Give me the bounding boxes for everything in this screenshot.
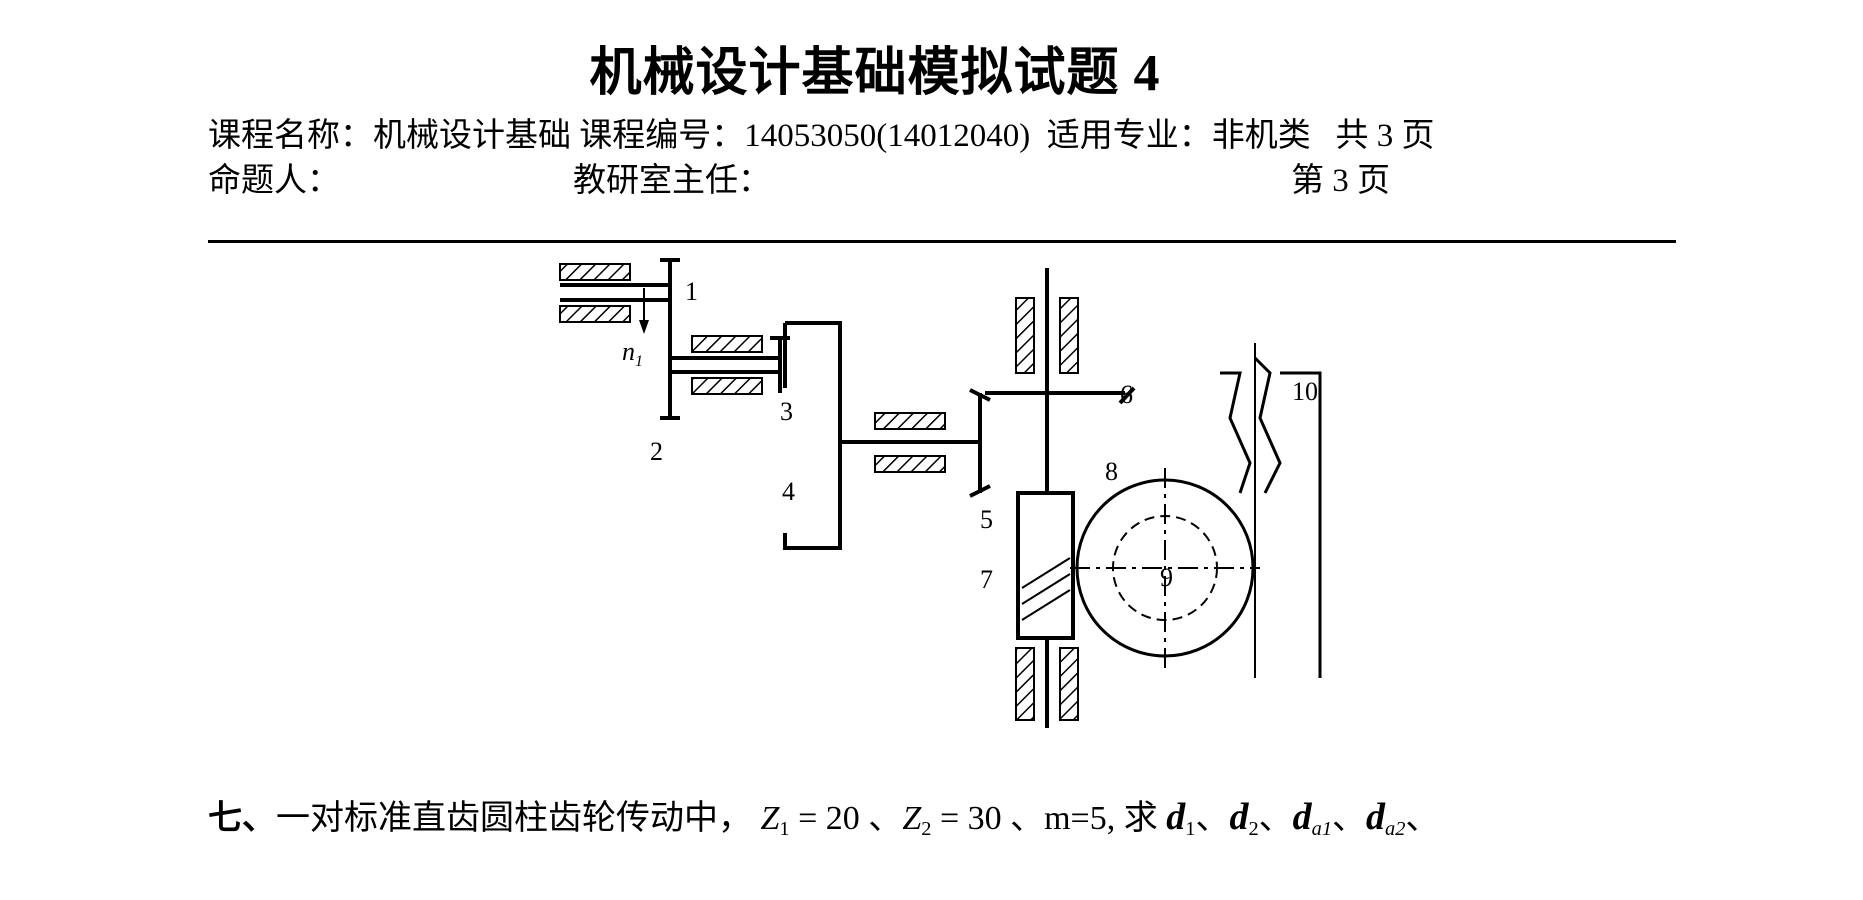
label-9: 9 xyxy=(1160,563,1173,592)
course-name-label: 课程名称： xyxy=(208,118,373,154)
d2-sub: 2 xyxy=(1248,818,1259,841)
label-2: 2 xyxy=(650,437,663,466)
gear-4 xyxy=(783,321,842,550)
director-label: 教研室主任： xyxy=(573,163,771,199)
bearing-shaft-2-bottom xyxy=(691,377,763,395)
label-1: 1 xyxy=(685,277,698,306)
frame-10 xyxy=(1280,371,1322,678)
course-info-row: 课程名称：机械设计基础 课程编号：14053050(14012040) 适用专业… xyxy=(208,118,1434,154)
gear-train-diagram: 1 2 3 4 5 6 7 8 9 10 n1 xyxy=(559,258,1322,728)
z2-var: Z xyxy=(902,800,922,837)
bearing-shaft-2-top xyxy=(691,335,763,353)
label-7: 7 xyxy=(980,565,993,594)
course-code-label: 课程编号： xyxy=(579,118,745,154)
sep-3: 、 xyxy=(1332,800,1367,837)
bearing-shaft-1-bottom xyxy=(559,305,631,323)
d1-sub: 1 xyxy=(1185,818,1196,841)
major-label: 适用专业： xyxy=(1046,118,1212,154)
worm-7 xyxy=(1016,491,1075,640)
bearing-shaft-3-bottom xyxy=(874,455,946,473)
label-5: 5 xyxy=(980,505,993,534)
d1-var: d xyxy=(1166,796,1186,838)
da1-var: d xyxy=(1292,796,1312,838)
question-7: 七、一对标准直齿圆柱齿轮传动中， Z1 = 20 、Z2 = 30 、m=5, … xyxy=(208,795,1439,841)
label-3: 3 xyxy=(780,397,793,426)
bearing-vertical-bottom-right xyxy=(1059,647,1079,721)
da2-var: d xyxy=(1366,796,1386,838)
label-8: 8 xyxy=(1105,457,1118,486)
label-10: 10 xyxy=(1292,377,1318,406)
author-label: 命题人： xyxy=(208,163,340,199)
page-title: 机械设计基础模拟试题 4 xyxy=(589,45,1161,102)
z1-val: = 20 、 xyxy=(789,800,903,837)
course-name: 机械设计基础 xyxy=(373,118,571,154)
da1-sub: a1 xyxy=(1311,818,1333,841)
d2-var: d xyxy=(1229,796,1249,838)
da2-sub: a2 xyxy=(1385,818,1406,841)
question-text: 一对标准直齿圆柱齿轮传动中， xyxy=(276,800,752,837)
major: 非机类 xyxy=(1211,118,1311,154)
bearing-vertical-top-right xyxy=(1059,297,1079,374)
sep-4: 、 xyxy=(1405,800,1440,837)
bearing-shaft-3-top xyxy=(874,412,946,430)
course-code: 14053050(14012040) xyxy=(744,118,1031,154)
question-number: 七、 xyxy=(208,798,276,838)
header-divider xyxy=(208,240,1676,243)
z1-sub: 1 xyxy=(779,818,790,841)
bearing-vertical-bottom-left xyxy=(1015,647,1035,721)
label-6: 6 xyxy=(1120,380,1133,409)
z2-val: = 30 、m=5, 求 xyxy=(931,800,1167,837)
bearing-shaft-1-top xyxy=(559,263,631,281)
total-pages: 共 3 页 xyxy=(1335,118,1435,154)
sep-1: 、 xyxy=(1195,800,1230,837)
rope xyxy=(1220,371,1252,494)
bearing-vertical-top-left xyxy=(1015,297,1035,374)
z2-sub: 2 xyxy=(921,818,932,841)
label-4: 4 xyxy=(782,477,795,506)
current-page: 第 3 页 xyxy=(1291,163,1390,199)
label-n1: n1 xyxy=(622,337,643,370)
z1-var: Z xyxy=(760,800,780,837)
sep-2: 、 xyxy=(1258,800,1293,837)
